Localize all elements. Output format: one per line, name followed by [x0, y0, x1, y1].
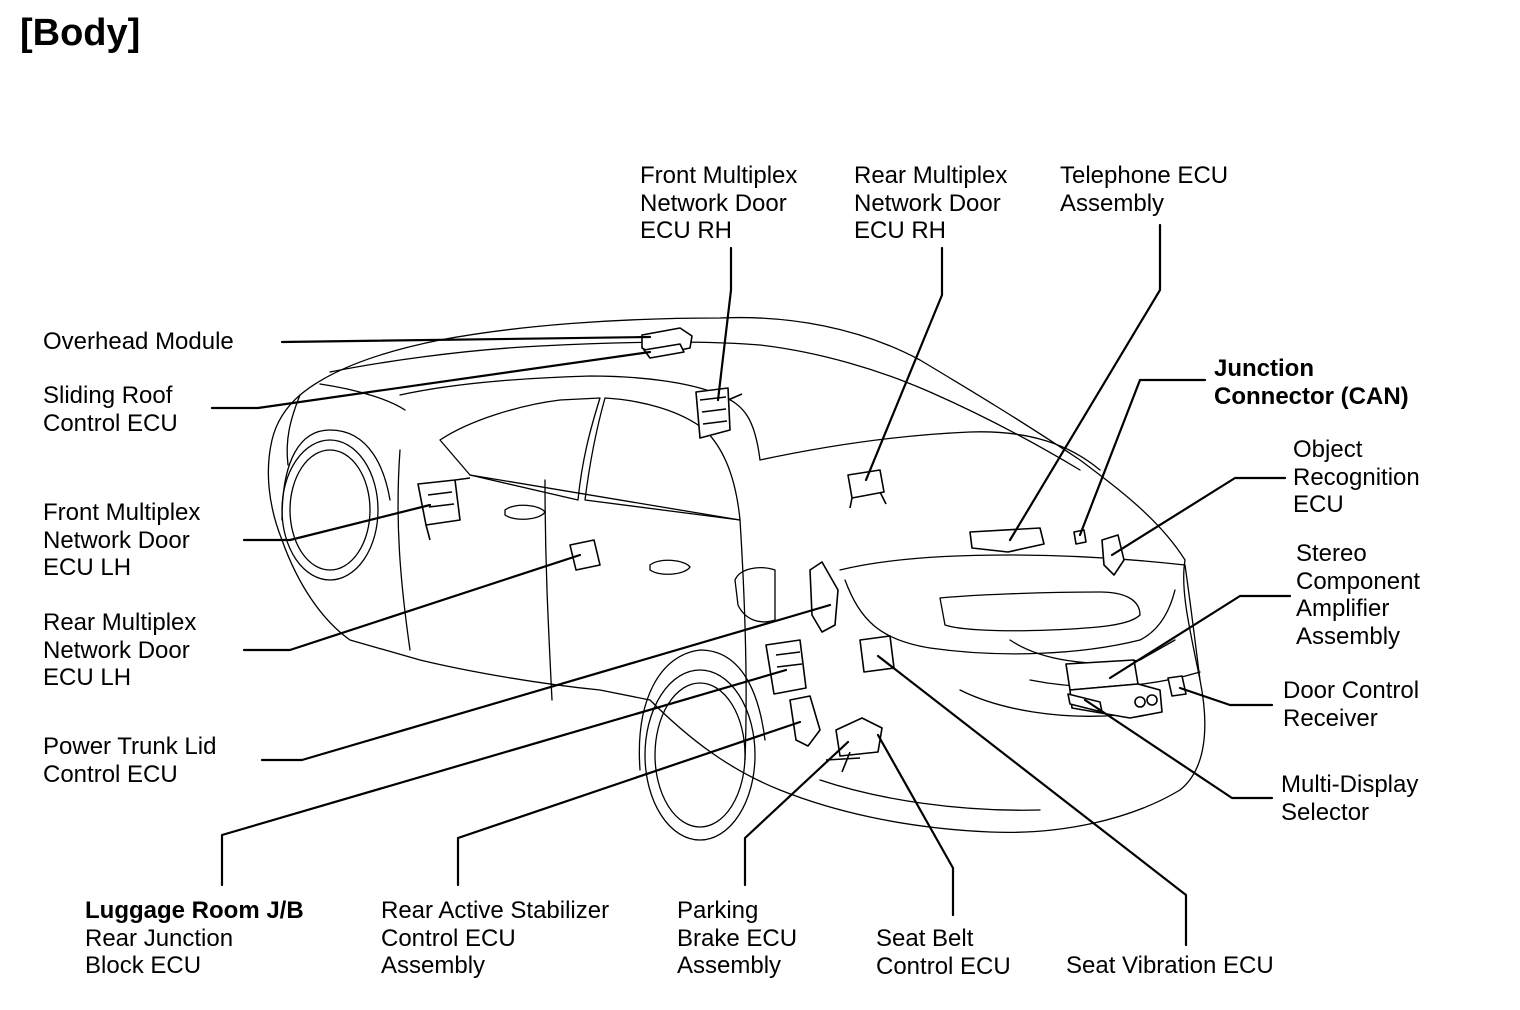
- leader-front-mpx-rh: [716, 246, 733, 402]
- leader-luggage-jb: [220, 668, 788, 887]
- leader-multi-display: [1083, 698, 1274, 800]
- seat-vibration-ecu-shape: [859, 635, 895, 673]
- leader-seat-vibration: [876, 654, 1188, 947]
- rear-active-stabilizer-shape: [789, 695, 821, 747]
- rear-mpx-door-ecu-rh-shape: [847, 469, 887, 509]
- telephone-ecu-shape: [969, 527, 1045, 553]
- leader-object-recog: [1110, 476, 1287, 557]
- front-mpx-door-ecu-rh-shape: [695, 387, 743, 439]
- leader-parking-brake: [743, 740, 850, 887]
- leader-sliding-roof: [210, 350, 652, 410]
- front-mpx-door-ecu-lh-shape: [417, 477, 471, 541]
- leader-front-mpx-lh: [242, 503, 432, 542]
- leader-door-ctrl-rx: [1178, 686, 1274, 707]
- leader-telephone: [1008, 223, 1162, 542]
- leader-seat-belt: [876, 733, 955, 917]
- sliding-roof-ecu-shape: [643, 343, 685, 359]
- leader-stereo: [1108, 594, 1292, 680]
- label-overhead-module: Overhead Module: [43, 328, 234, 355]
- leader-junction-can: [1078, 378, 1207, 537]
- leader-rear-stabilizer: [456, 720, 802, 887]
- rear-mpx-door-ecu-lh-shape: [569, 539, 601, 571]
- parking-brake-and-seat-belt-ecu-shape: [825, 717, 883, 773]
- power-trunk-lid-ecu-shape: [809, 561, 839, 633]
- component-shapes: [417, 327, 1187, 773]
- leader-power-trunk: [260, 603, 832, 762]
- leader-overhead-module: [280, 335, 652, 344]
- label-seat-vibration-ecu: Seat Vibration ECU: [1066, 952, 1274, 979]
- door-control-receiver-shape: [1167, 675, 1187, 697]
- leader-rear-mpx-lh: [242, 553, 582, 652]
- luggage-room-jb-shape: [765, 639, 807, 695]
- leader-lines: [210, 223, 1292, 947]
- leader-rear-mpx-rh: [864, 246, 944, 482]
- diagram-title: [Body]: [20, 12, 141, 54]
